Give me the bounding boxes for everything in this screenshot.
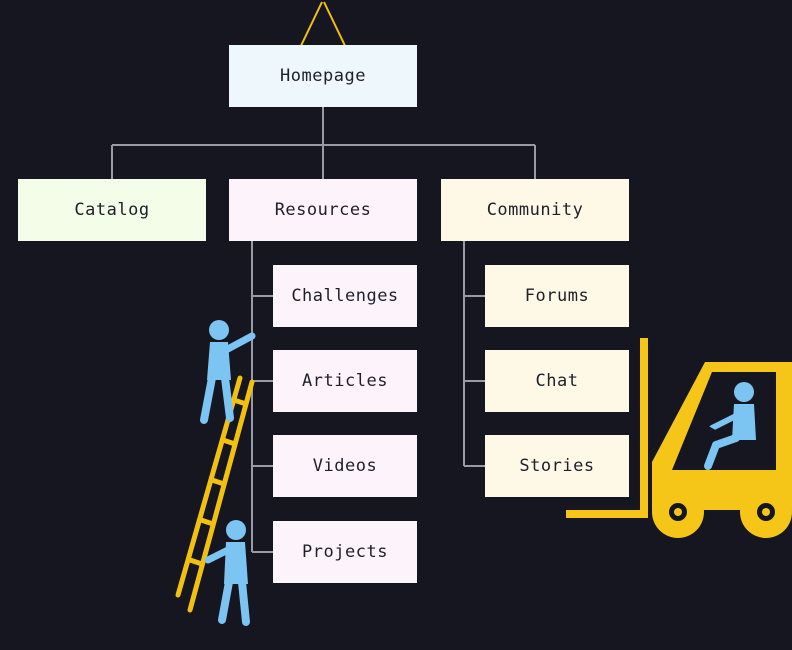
- node-articles[interactable]: Articles: [273, 350, 417, 412]
- worker-figure-bottom: [204, 520, 250, 626]
- node-homepage[interactable]: Homepage: [229, 45, 417, 107]
- node-videos[interactable]: Videos: [273, 435, 417, 497]
- node-chat[interactable]: Chat: [485, 350, 629, 412]
- forklift-driver-figure: [704, 382, 756, 470]
- ladder-illustration: [175, 375, 255, 613]
- steering-wheel: [701, 422, 717, 434]
- node-community[interactable]: Community: [441, 179, 629, 241]
- node-forums[interactable]: Forums: [485, 265, 629, 327]
- node-resources[interactable]: Resources: [229, 179, 417, 241]
- node-challenges[interactable]: Challenges: [273, 265, 417, 327]
- sign-hanger: [297, 1, 349, 53]
- forklift-illustration: [566, 338, 792, 538]
- worker-figure-top: [200, 320, 256, 424]
- tree-connectors: [111, 107, 536, 553]
- node-projects[interactable]: Projects: [273, 521, 417, 583]
- node-catalog[interactable]: Catalog: [18, 179, 206, 241]
- node-stories[interactable]: Stories: [485, 435, 629, 497]
